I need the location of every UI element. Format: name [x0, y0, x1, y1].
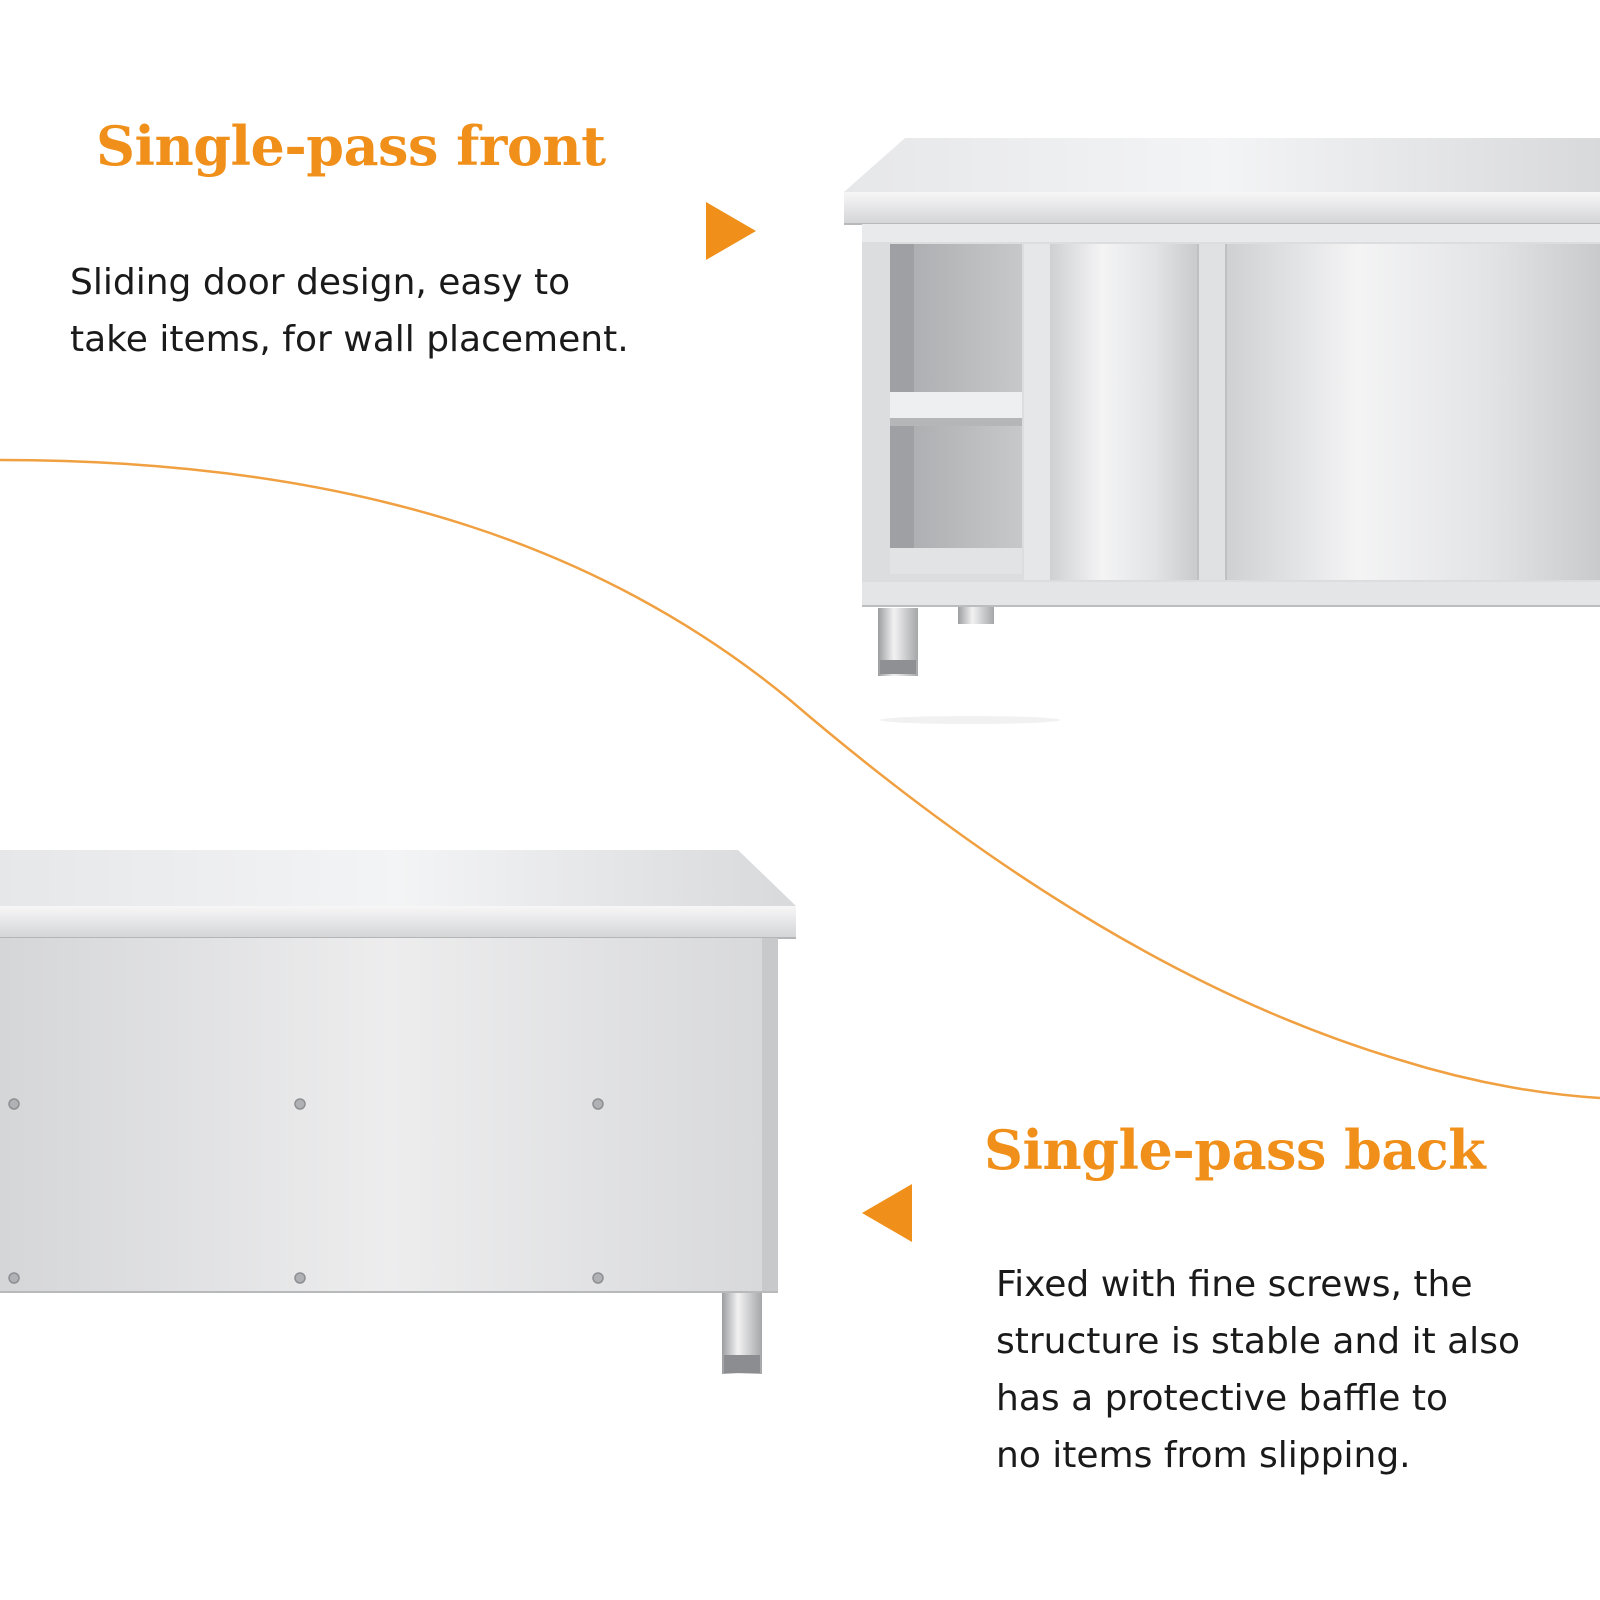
back-description-line: has a protective baffle to	[996, 1378, 1448, 1419]
back-description: Fixed with fine screws, the structure is…	[996, 1256, 1520, 1484]
back-description-line: no items from slipping.	[996, 1435, 1411, 1476]
front-description-line: Sliding door design, easy to	[70, 262, 571, 303]
triangle-right-icon	[706, 202, 756, 260]
triangle-left-icon	[862, 1184, 912, 1242]
divider-curve	[0, 458, 1600, 1100]
front-heading: Single-pass front	[96, 114, 606, 178]
back-cabinet	[0, 850, 796, 1374]
front-description: Sliding door design, easy to take items,…	[70, 254, 629, 368]
front-cabinet	[844, 138, 1600, 724]
front-description-line: take items, for wall placement.	[70, 319, 629, 360]
screws	[8, 1098, 604, 1284]
back-description-line: structure is stable and it also	[996, 1321, 1520, 1362]
back-description-line: Fixed with fine screws, the	[996, 1264, 1473, 1305]
back-heading: Single-pass back	[984, 1118, 1486, 1182]
